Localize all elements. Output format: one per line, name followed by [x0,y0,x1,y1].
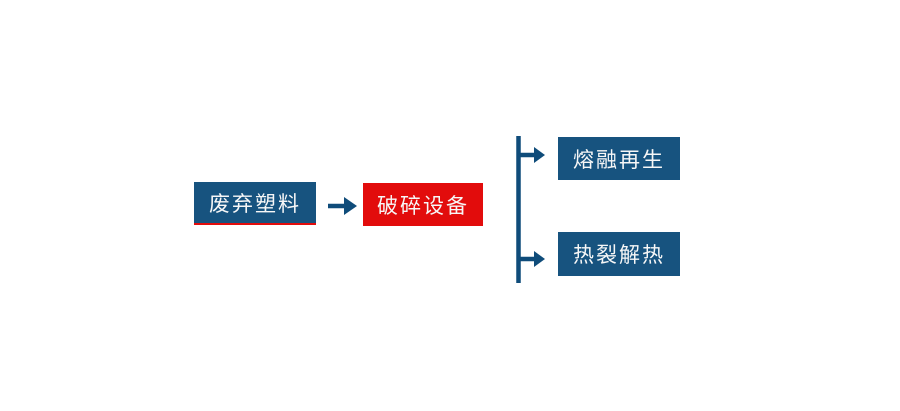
node-thermal-cracking: 热裂解热 [558,232,680,276]
node-crushing-equipment-label: 破碎设备 [377,194,469,218]
node-melt-regeneration: 熔融再生 [558,137,680,180]
node-crushing-equipment: 破碎设备 [363,183,483,226]
branch-arrow-bottom-icon [518,251,545,267]
node-thermal-cracking-label: 热裂解热 [573,244,665,267]
node-waste-plastic-label: 废弃塑料 [209,192,301,216]
branch-connector [516,136,545,283]
branch-arrow-top-icon [518,147,545,163]
arrow-right-icon [328,197,357,215]
node-melt-regeneration-label: 熔融再生 [573,148,665,172]
node-waste-plastic: 废弃塑料 [194,182,316,225]
